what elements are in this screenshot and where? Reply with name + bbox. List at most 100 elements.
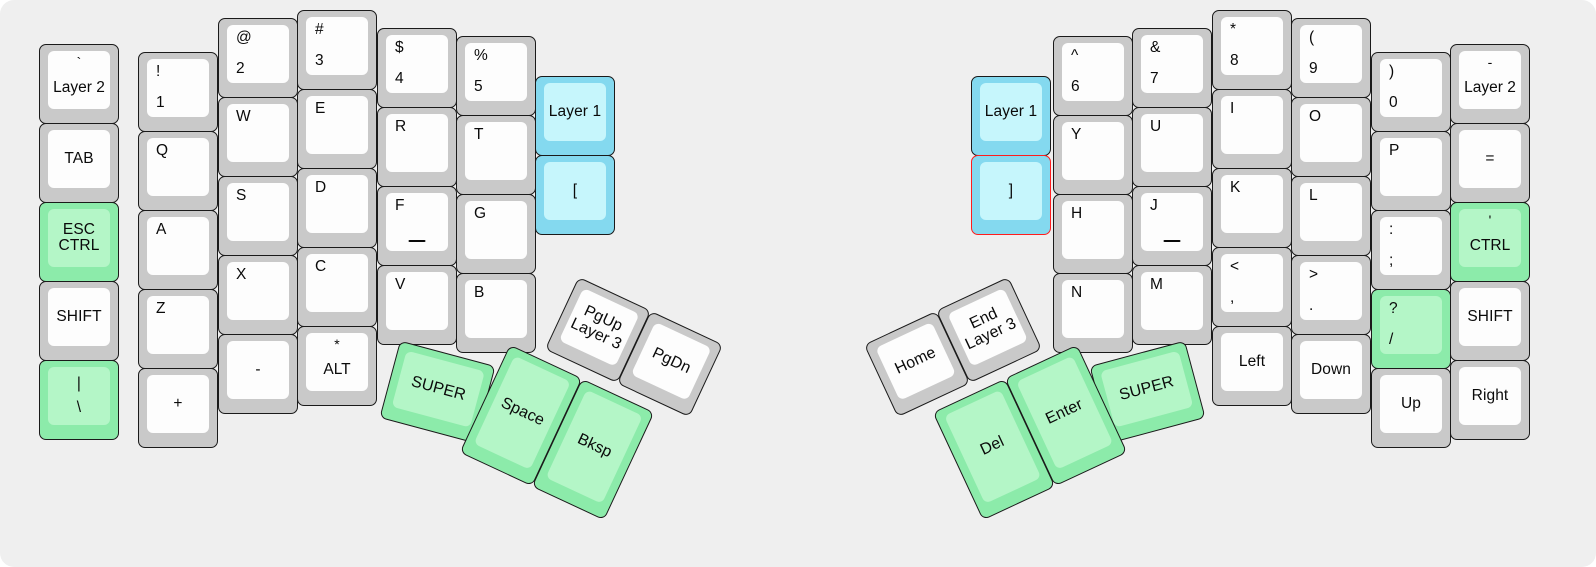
- key-legend-base: [: [572, 181, 578, 199]
- key-cap: SUPER: [1100, 350, 1194, 428]
- key-cap: ?/: [1380, 296, 1442, 354]
- key-r-c7-r5[interactable]: Right: [1450, 360, 1530, 440]
- key-l-c4-r1[interactable]: #3: [297, 10, 377, 90]
- key-legend-base: 0: [1389, 93, 1398, 111]
- key-r-c6-r1[interactable]: )0: [1371, 52, 1451, 132]
- key-r-c4-r2[interactable]: I: [1212, 89, 1292, 169]
- key-l-c5-r3[interactable]: F: [377, 186, 457, 266]
- key-cap: M: [1141, 272, 1203, 330]
- key-r-c6-r4[interactable]: ?/: [1371, 289, 1451, 369]
- key-l-c4-r5[interactable]: *ALT: [297, 326, 377, 406]
- key-legend-base: J: [1150, 197, 1158, 214]
- key-l-c1-r3[interactable]: ESC CTRL: [39, 202, 119, 282]
- key-l-c2-r1[interactable]: !1: [138, 52, 218, 132]
- key-r-c3-r1[interactable]: &7: [1132, 28, 1212, 108]
- key-l-c6-r1[interactable]: %5: [456, 36, 536, 116]
- key-legend-shifted: *: [1230, 21, 1237, 38]
- key-cap: Up: [1380, 375, 1442, 433]
- key-r-c7-r2[interactable]: =: [1450, 123, 1530, 203]
- key-l-c5-r1[interactable]: $4: [377, 28, 457, 108]
- key-r-c6-r5[interactable]: Up: [1371, 368, 1451, 448]
- key-l-c1-r4[interactable]: SHIFT: [39, 281, 119, 361]
- key-r-c2-r2[interactable]: Y: [1053, 115, 1133, 195]
- key-l-c3-r4[interactable]: X: [218, 255, 298, 335]
- key-l-c5-r4[interactable]: V: [377, 265, 457, 345]
- key-l-c4-r2[interactable]: E: [297, 89, 377, 169]
- key-legend-base: .: [1309, 296, 1314, 314]
- key-r-c7-r3[interactable]: 'CTRL: [1450, 202, 1530, 282]
- key-cap: X: [227, 262, 289, 320]
- key-r-c4-r1[interactable]: *8: [1212, 10, 1292, 90]
- key-cap: <,: [1221, 254, 1283, 312]
- key-r-c5-r2[interactable]: O: [1291, 97, 1371, 177]
- key-l-c1-r2[interactable]: TAB: [39, 123, 119, 203]
- key-legend-base: PgDn: [649, 344, 694, 377]
- key-legend-shifted: !: [156, 63, 161, 80]
- key-r-c7-r1[interactable]: -Layer 2: [1450, 44, 1530, 124]
- key-r-c1-r2[interactable]: ]: [971, 155, 1051, 235]
- key-l-c3-r3[interactable]: S: [218, 176, 298, 256]
- key-l-c7-r2[interactable]: [: [535, 155, 615, 235]
- key-r-c3-r4[interactable]: M: [1132, 265, 1212, 345]
- key-cap: ^6: [1062, 43, 1124, 101]
- key-l-c6-r4[interactable]: B: [456, 273, 536, 353]
- key-legend-base: 5: [474, 77, 483, 95]
- key-legend-base: Layer 1: [548, 102, 602, 120]
- key-cap: $4: [386, 35, 448, 93]
- key-l-c4-r4[interactable]: C: [297, 247, 377, 327]
- key-cap: %5: [465, 43, 527, 101]
- key-l-c6-r2[interactable]: T: [456, 115, 536, 195]
- homing-bar-indicator: [408, 239, 426, 242]
- key-legend-base: Down: [1310, 360, 1352, 378]
- key-r-c5-r5[interactable]: Down: [1291, 334, 1371, 414]
- key-r-c4-r5[interactable]: Left: [1212, 326, 1292, 406]
- key-r-c4-r3[interactable]: K: [1212, 168, 1292, 248]
- key-cap: C: [306, 254, 368, 312]
- key-cap: U: [1141, 114, 1203, 172]
- key-legend-base: M: [1150, 276, 1164, 293]
- key-l-c2-r4[interactable]: Z: [138, 289, 218, 369]
- key-l-c3-r1[interactable]: @2: [218, 18, 298, 98]
- key-cap: H: [1062, 201, 1124, 259]
- key-legend-base: Layer 2: [1464, 79, 1516, 96]
- key-legend-shifted: :: [1389, 221, 1394, 238]
- key-cap: &7: [1141, 35, 1203, 93]
- key-cap: Down: [1300, 341, 1362, 399]
- key-legend-base: Enter: [1043, 396, 1086, 428]
- key-legend-base: 8: [1230, 51, 1239, 69]
- key-cap: [: [544, 162, 606, 220]
- key-r-c1-r1[interactable]: Layer 1: [971, 76, 1051, 156]
- key-r-c5-r1[interactable]: (9: [1291, 18, 1371, 98]
- key-r-c2-r1[interactable]: ^6: [1053, 36, 1133, 116]
- key-l-c3-r2[interactable]: W: [218, 97, 298, 177]
- key-cap: SUPER: [391, 350, 485, 428]
- key-cap: `Layer 2: [48, 51, 110, 109]
- key-r-c2-r4[interactable]: N: [1053, 273, 1133, 353]
- key-l-c1-r5[interactable]: |\: [39, 360, 119, 440]
- key-l-c2-r2[interactable]: Q: [138, 131, 218, 211]
- key-l-c6-r3[interactable]: G: [456, 194, 536, 274]
- key-cap: *8: [1221, 17, 1283, 75]
- key-r-c6-r2[interactable]: P: [1371, 131, 1451, 211]
- key-legend-shifted: (: [1309, 29, 1315, 46]
- key-l-c7-r1[interactable]: Layer 1: [535, 76, 615, 156]
- key-r-c2-r3[interactable]: H: [1053, 194, 1133, 274]
- key-l-c1-r1[interactable]: `Layer 2: [39, 44, 119, 124]
- key-l-c2-r3[interactable]: A: [138, 210, 218, 290]
- key-r-c3-r2[interactable]: U: [1132, 107, 1212, 187]
- key-legend-base: 7: [1150, 69, 1159, 87]
- key-r-c4-r4[interactable]: <,: [1212, 247, 1292, 327]
- key-l-c3-r5[interactable]: -: [218, 334, 298, 414]
- key-r-c6-r3[interactable]: :;: [1371, 210, 1451, 290]
- key-r-c3-r3[interactable]: J: [1132, 186, 1212, 266]
- key-l-c4-r3[interactable]: D: [297, 168, 377, 248]
- key-cap: @2: [227, 25, 289, 83]
- key-l-c5-r2[interactable]: R: [377, 107, 457, 187]
- key-r-c5-r3[interactable]: L: [1291, 176, 1371, 256]
- key-r-c5-r4[interactable]: >.: [1291, 255, 1371, 335]
- key-legend-base: SHIFT: [1467, 307, 1513, 325]
- key-r-c7-r4[interactable]: SHIFT: [1450, 281, 1530, 361]
- key-legend-base: End Layer 3: [962, 305, 1019, 354]
- key-l-c2-r5[interactable]: +: [138, 368, 218, 448]
